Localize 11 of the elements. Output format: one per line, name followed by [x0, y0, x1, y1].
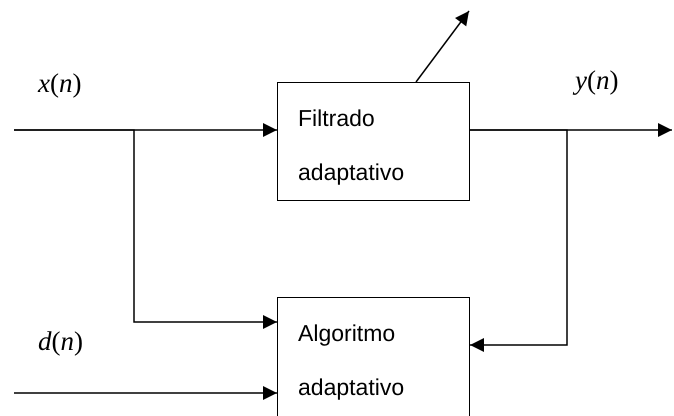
- signal-label: d(n): [38, 325, 83, 358]
- arrow: [14, 129, 277, 329]
- box-label: Algoritmo adaptativo: [298, 319, 406, 402]
- arrow: [14, 386, 277, 400]
- arrow: [470, 129, 568, 352]
- arrow: [415, 10, 470, 82]
- signal-label: x(n): [38, 67, 82, 100]
- signal-label: y(n): [575, 63, 618, 97]
- process-box: [277, 297, 470, 416]
- process-box: [277, 82, 470, 201]
- box-label: Filtrado adaptativo: [298, 104, 406, 187]
